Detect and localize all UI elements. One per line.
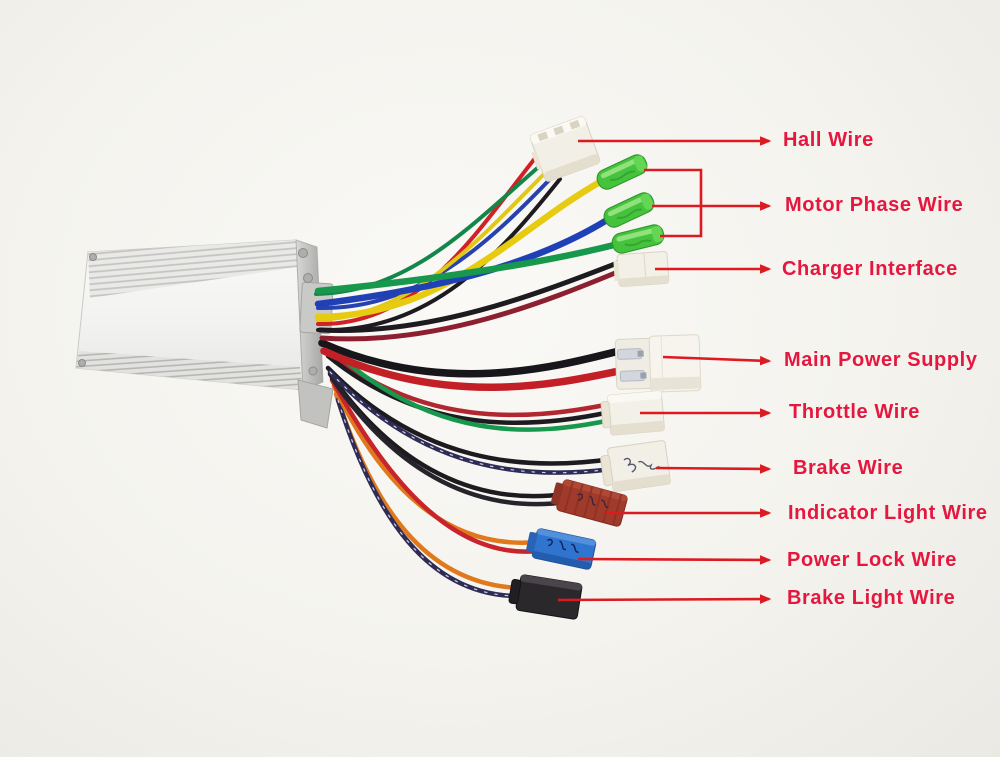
mounting-tab bbox=[297, 379, 334, 429]
arrow-main-power-supply bbox=[662, 355, 772, 366]
wire-hall-green bbox=[314, 162, 544, 296]
wire-charger-black bbox=[317, 259, 623, 334]
wire-throttle-green bbox=[323, 341, 614, 432]
bracket-motor-phase bbox=[644, 168, 703, 238]
wire-phase-green bbox=[314, 241, 618, 295]
annotation-arrows bbox=[557, 136, 772, 604]
wire-brake-navy bbox=[327, 369, 615, 475]
wire-charger-darkred bbox=[319, 268, 623, 342]
hall-connector bbox=[529, 116, 601, 182]
arrow-brake-light-wire bbox=[557, 594, 772, 604]
label-brake-light-wire: Brake Light Wire bbox=[787, 587, 956, 609]
wire-brake-light-navy-stripe bbox=[337, 399, 523, 597]
motor-phase-bullet-2 bbox=[603, 192, 655, 228]
wire-phase-yellow bbox=[314, 178, 604, 321]
label-indicator-light-wire: Indicator Light Wire bbox=[788, 502, 988, 524]
label-throttle-wire: Throttle Wire bbox=[789, 401, 920, 423]
brake-light-connector bbox=[508, 574, 583, 620]
brake-connector bbox=[600, 440, 671, 492]
label-motor-phase-wire: Motor Phase Wire bbox=[785, 194, 964, 216]
wire-hall-black bbox=[316, 177, 562, 333]
wire-indicator-black-2 bbox=[329, 375, 570, 507]
label-brake-wire: Brake Wire bbox=[793, 457, 904, 479]
motor-phase-bullet-3 bbox=[611, 224, 665, 254]
main-power-connector bbox=[614, 334, 702, 393]
wire-brake-black bbox=[325, 365, 615, 466]
cooling-fins-bottom bbox=[76, 351, 303, 390]
wire-throttle-black bbox=[325, 353, 613, 426]
screws bbox=[78, 248, 318, 376]
label-power-lock-wire: Power Lock Wire bbox=[787, 549, 957, 571]
indicator-light-connector bbox=[550, 479, 628, 527]
handwritten-mark bbox=[547, 538, 579, 553]
wire-power-lock-red bbox=[329, 377, 542, 554]
power-lock-connector bbox=[526, 528, 597, 570]
wire-main-power-red bbox=[320, 347, 623, 391]
cooling-fins-top bbox=[88, 240, 298, 298]
wire-main-power-black bbox=[318, 339, 623, 378]
wire-harness bbox=[314, 155, 623, 599]
wire-hall-blue bbox=[316, 173, 556, 311]
handwritten-mark bbox=[577, 493, 609, 509]
arrow-brake-wire bbox=[655, 464, 772, 474]
label-hall-wire: Hall Wire bbox=[783, 129, 874, 151]
arrow-power-lock-wire bbox=[577, 555, 772, 565]
label-charger-interface: Charger Interface bbox=[782, 258, 958, 280]
controller-case bbox=[75, 239, 334, 429]
label-main-power-supply: Main Power Supply bbox=[784, 349, 978, 371]
charger-connector bbox=[613, 250, 670, 288]
throttle-connector bbox=[600, 390, 665, 436]
motor-phase-bullet-1 bbox=[596, 154, 648, 190]
